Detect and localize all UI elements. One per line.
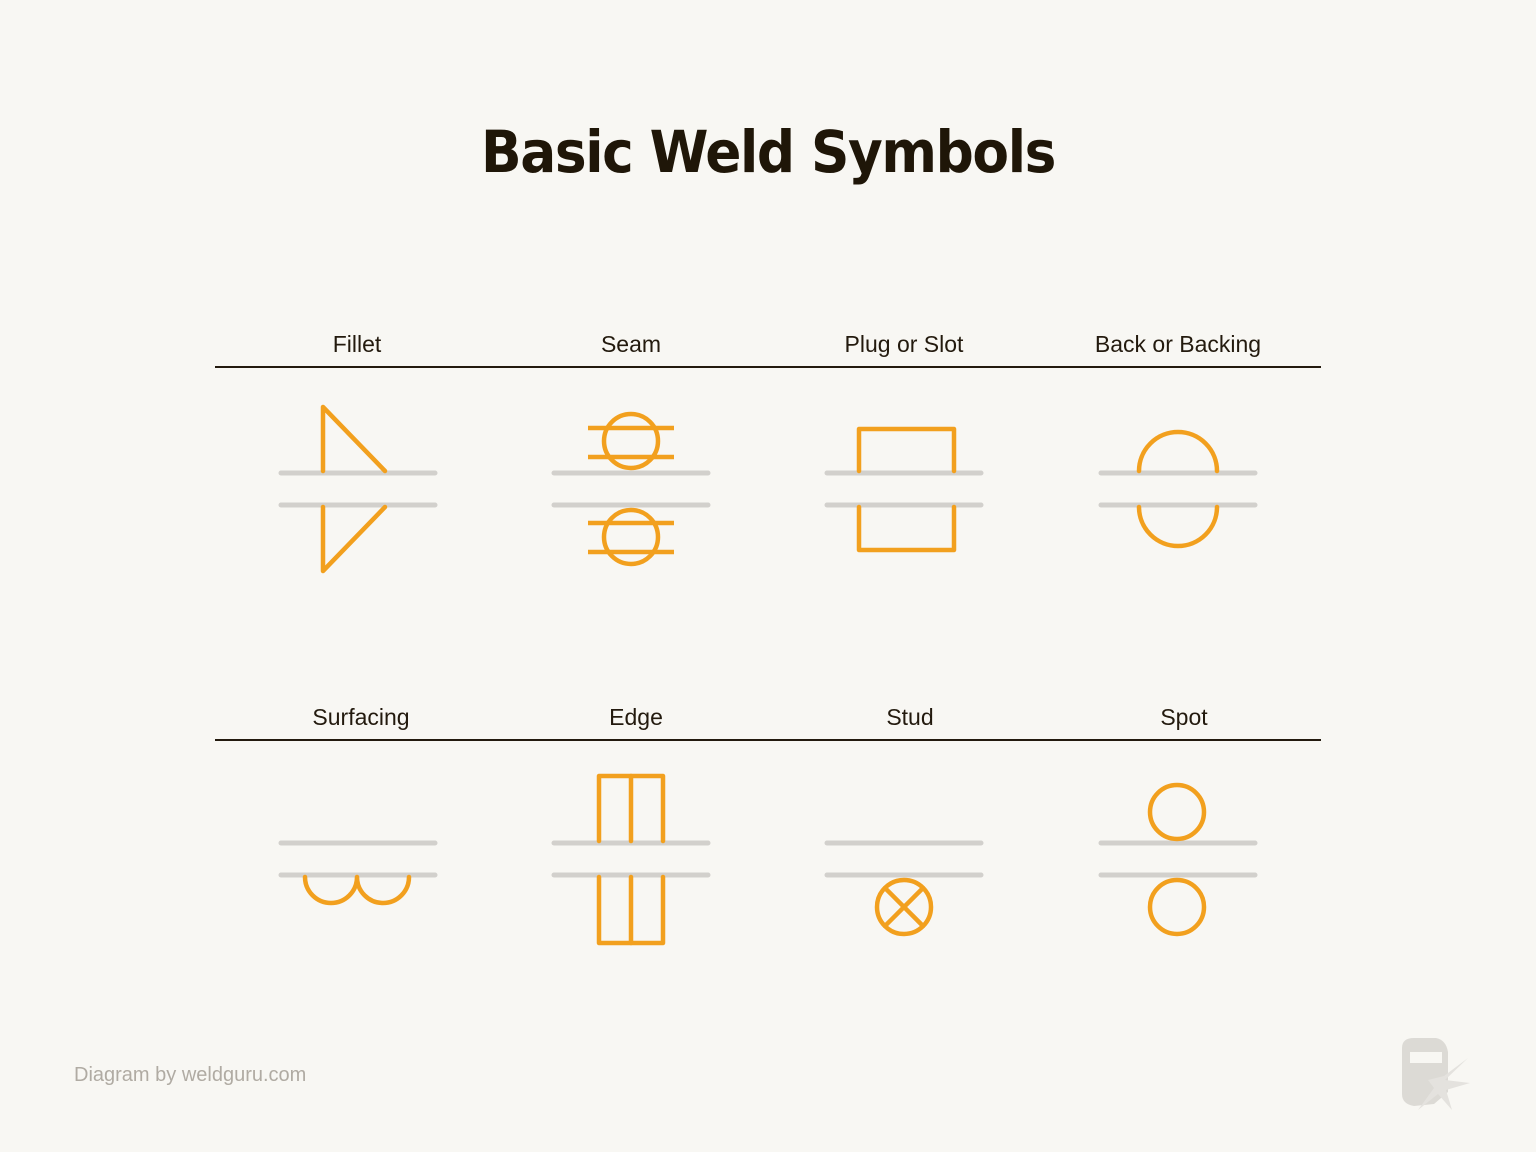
welding-helmet-spark-icon: [1402, 1038, 1470, 1110]
surfacing-symbol-icon: [302, 874, 412, 906]
page-title: Basic Weld Symbols: [480, 118, 1056, 186]
label-seam: Seam: [600, 331, 662, 357]
back-or-backing-symbol-icon: [1136, 429, 1220, 549]
label-back-or-backing: Back or Backing: [1094, 331, 1262, 357]
spot-symbol-icon: [1147, 782, 1207, 937]
label-spot: Spot: [1160, 704, 1208, 730]
label-edge: Edge: [609, 704, 663, 730]
row-divider: [215, 739, 1321, 741]
stud-symbol-icon: [874, 877, 934, 937]
label-surfacing: Surfacing: [312, 704, 410, 730]
plug-or-slot-symbol-icon: [856, 426, 957, 553]
edge-symbol-icon: [596, 773, 666, 946]
label-fillet: Fillet: [332, 331, 382, 357]
row-divider: [215, 366, 1321, 368]
fillet-symbol-icon: [320, 404, 388, 574]
credit-text: Diagram by weldguru.com: [74, 1064, 307, 1086]
reference-lines: [278, 470, 1258, 878]
label-stud: Stud: [886, 704, 934, 730]
seam-symbol-icon: [588, 411, 674, 567]
label-plug-or-slot: Plug or Slot: [844, 331, 964, 357]
